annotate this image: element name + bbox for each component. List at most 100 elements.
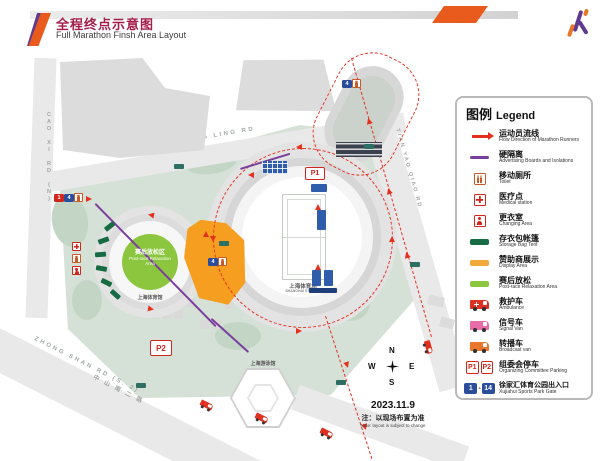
toilet-icon <box>74 193 83 202</box>
gate-badge-icon: 1 <box>464 383 478 394</box>
legend-label-en: Storage Bag Tent <box>499 242 538 249</box>
relaxation-label-zh: 赛后放松区 <box>134 250 165 256</box>
legend-label-en: Ambulance <box>499 305 525 312</box>
service-point-marker <box>311 184 327 192</box>
stadium-label-en: SHANGHAI STADIUM <box>285 289 321 293</box>
signal-van-icon <box>470 321 489 332</box>
legend-item-relax: 赛后放松 Post-race Relaxation Area <box>466 273 591 294</box>
gym-label-zh: 上海体育馆 <box>137 295 163 301</box>
ambulance-icon <box>199 399 214 411</box>
legend-label-en: Display Area <box>499 263 528 270</box>
legend-label-en: Toilet <box>499 179 511 186</box>
medical-icon <box>72 242 81 251</box>
legend-label-zh: 组委会停车 <box>499 360 539 370</box>
parking-badge-p2: P2 <box>150 340 172 356</box>
legend-label-en: Medical station <box>499 200 533 207</box>
changing-room-icon <box>473 214 486 227</box>
legend-label-zh: 移动厕所 <box>499 171 531 181</box>
storage-tent-icon <box>470 238 489 245</box>
legend-item-signal-van: 信号车 Signal Van <box>466 315 591 336</box>
stop-tag <box>174 164 184 169</box>
flow-arrow-icon <box>147 211 155 219</box>
legend-item-medical: 医疗点 Medical station <box>466 189 591 210</box>
cross-icon <box>474 301 479 307</box>
legend-label-zh: 救护车 <box>499 297 523 307</box>
relaxation-area-icon <box>470 280 489 287</box>
ambulance-icon <box>319 427 334 439</box>
legend-title: 图例 Legend <box>466 104 591 123</box>
page-subtitle: Full Marathon Finsh Area Layout <box>56 30 187 40</box>
legend-label-zh: 转播车 <box>499 339 523 349</box>
flow-arrow-icon <box>210 236 216 242</box>
legend-label-en: Changing Area <box>499 221 533 228</box>
compass-east: E <box>409 362 415 371</box>
gate-badge: 4 <box>208 258 218 266</box>
legend-item-ambulance: 救护车 Ambulance <box>466 294 591 315</box>
legend-label-en: Advertising Boards and Isolations <box>499 158 574 165</box>
parking-p1-icon: P1 <box>466 361 479 374</box>
map-date: 2023.11.9 <box>371 400 415 411</box>
isolation-bar-icon <box>470 155 489 160</box>
flow-arrow-icon <box>296 144 302 150</box>
building-block <box>224 300 233 309</box>
legend-label-en: Signal Van <box>499 326 523 333</box>
flow-arrow-icon <box>296 328 302 334</box>
stadium-label-zh: 上海体育场 <box>289 284 317 290</box>
legend-label-zh: 医疗点 <box>499 192 523 202</box>
legend-item-isolation: 硬隔离 Advertising Boards and Isolations <box>466 147 591 168</box>
road-label-cao-xi: CAO XI RD (N) <box>46 112 52 203</box>
legend-label-en: Flow Direction of Marathon Runners <box>499 137 580 144</box>
legend-item-toilet: 移动厕所 Toilet <box>466 168 591 189</box>
legend-item-broadcast-van: 转播车 Broadcast van <box>466 336 591 357</box>
legend-item-gates: 1 - 14 徐家汇体育公园出入口 Xujiahui Sports Park G… <box>464 378 591 399</box>
legend-item-storage: 存衣包帐篷 Storage Bag Tent <box>466 231 591 252</box>
stop-tag <box>336 380 346 385</box>
service-point-marker <box>312 270 321 286</box>
toilet-icon <box>352 79 361 88</box>
info-sign-board <box>331 139 387 160</box>
compass-star-icon <box>386 360 399 373</box>
compass-north: N <box>389 346 395 355</box>
compass-west: W <box>368 362 376 371</box>
changing-room-icon <box>72 266 81 275</box>
legend-title-en: Legend <box>496 110 536 122</box>
flow-arrow-icon <box>315 264 321 270</box>
header-decor-strip <box>30 11 518 19</box>
gate-badge-icon: 14 <box>481 383 495 394</box>
gate-badge: 1 <box>54 194 64 202</box>
legend-label-zh: 赞助商展示 <box>499 255 539 265</box>
service-point-marker <box>317 210 326 230</box>
legend-label-en: Xujiahui Sports Park Gate <box>499 388 557 395</box>
gate-range-separator: - <box>478 385 481 392</box>
legend-label-en: Post-race Relaxation Area <box>499 284 558 291</box>
legend-label-zh: 信号车 <box>499 318 523 328</box>
ambulance-icon <box>470 300 489 311</box>
flow-arrow-icon <box>389 236 395 242</box>
legend-label-en: Broadcast van <box>499 347 531 354</box>
pool-label-zh: 上海游泳馆 <box>250 361 276 367</box>
medical-icon <box>473 193 486 206</box>
toilet-icon <box>218 257 227 266</box>
map-note-zh: 注：以现场布置为准 <box>361 415 425 422</box>
service-point-marker <box>324 270 333 286</box>
legend-label-zh: 硬隔离 <box>499 150 523 160</box>
gate-badge: 4 <box>342 80 352 88</box>
legend-item-changing: 更衣室 Changing Area <box>466 210 591 231</box>
flow-arrow-icon <box>203 231 209 237</box>
map-note-en: Note: layout is subject to change <box>360 423 426 428</box>
relaxation-label-en: Post-race Relaxation Area <box>129 256 171 267</box>
gate-badge: 4 <box>64 194 74 202</box>
building-block <box>174 310 183 319</box>
legend-label-zh: 存衣包帐篷 <box>499 234 539 244</box>
legend-label-zh: 运动员流线 <box>499 129 539 139</box>
stop-tag <box>136 383 146 388</box>
media-stand <box>262 161 288 174</box>
toilet-icon <box>72 254 81 263</box>
storage-tent-marker <box>94 251 107 257</box>
flow-arrow-icon <box>147 305 155 313</box>
parking-badge-p1: P1 <box>305 167 325 180</box>
broadcast-van-icon <box>470 342 489 353</box>
flow-arrow-icon <box>248 172 254 178</box>
